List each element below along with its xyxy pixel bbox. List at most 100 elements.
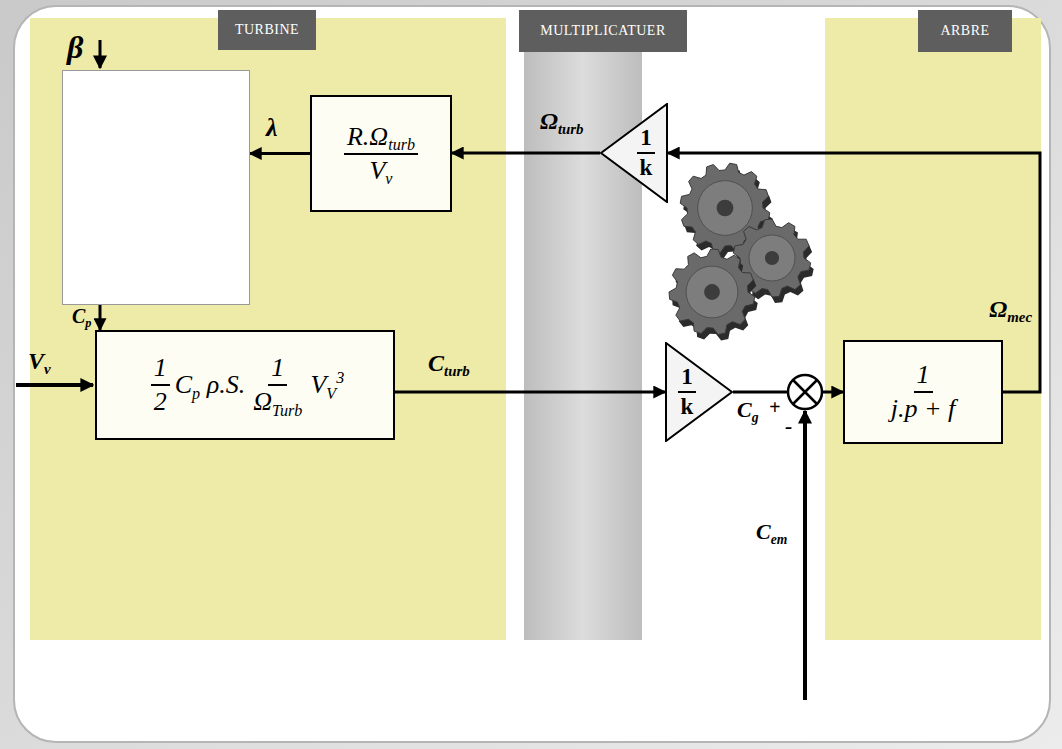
gearbox-band bbox=[524, 14, 642, 640]
signal-label: + bbox=[769, 396, 780, 418]
summing-junction bbox=[788, 375, 822, 409]
text-part: 3 bbox=[336, 369, 344, 386]
node-text: Cp ρ.S. bbox=[175, 370, 245, 400]
shaft-transfer-box: 1j.p + f bbox=[843, 340, 1003, 444]
triangle-shape bbox=[666, 343, 732, 441]
gears-illustration bbox=[669, 163, 814, 340]
gear-face bbox=[698, 181, 753, 236]
node-content: R.ΩturbVv bbox=[339, 122, 423, 186]
fraction: 1k bbox=[678, 364, 697, 420]
node-text: 1 bbox=[268, 353, 287, 386]
text-part: C bbox=[428, 350, 444, 376]
triangle-outline bbox=[600, 103, 668, 203]
triangle-outline bbox=[665, 342, 733, 442]
frame bbox=[14, 6, 1050, 742]
signal-label: Ωturb bbox=[540, 108, 584, 134]
text-part: Ω bbox=[540, 108, 558, 134]
node-text: 1 bbox=[678, 364, 696, 393]
em-torque-input-arrow bbox=[803, 411, 807, 700]
gear-hub bbox=[704, 284, 720, 300]
section-tab: TURBINE bbox=[218, 10, 316, 50]
gain-triangle: 1k bbox=[600, 103, 668, 203]
node-content: MULTIPLICATUER bbox=[540, 23, 666, 39]
node-text: k bbox=[678, 393, 697, 420]
node-text: VV3 bbox=[310, 370, 344, 400]
text-part: em bbox=[771, 532, 788, 547]
node-content: TURBINE bbox=[235, 22, 299, 38]
node-text: MULTIPLICATUER bbox=[540, 23, 666, 39]
fraction: 1ΩTurb bbox=[250, 353, 305, 417]
text-part: turb bbox=[388, 136, 415, 153]
text-part: Turb bbox=[272, 402, 302, 419]
text-part: C bbox=[737, 397, 752, 422]
text-part: p bbox=[192, 385, 200, 402]
gear-face bbox=[686, 266, 738, 318]
node-content: 1k bbox=[632, 125, 661, 181]
text-part: turb bbox=[558, 121, 584, 137]
shaft-band bbox=[825, 18, 1041, 640]
section-tab: ARBRE bbox=[918, 10, 1012, 52]
signal-connector bbox=[99, 305, 102, 330]
text-part: R.Ω bbox=[347, 122, 388, 151]
text-part: C bbox=[175, 370, 192, 399]
text-part: v bbox=[385, 170, 392, 187]
text-part: V bbox=[369, 156, 385, 185]
node-text: R.Ωturb bbox=[344, 122, 418, 155]
aero-torque-box: 12Cp ρ.S.1ΩTurbVV3 bbox=[95, 330, 395, 440]
text-part: ρ.S. bbox=[200, 370, 245, 399]
text-part: g bbox=[752, 410, 759, 425]
node-content: ARBRE bbox=[940, 23, 989, 39]
signal-label: - bbox=[785, 414, 792, 438]
gear-hub bbox=[717, 200, 734, 217]
fraction: 12 bbox=[151, 353, 170, 417]
signal-connector bbox=[452, 152, 600, 155]
tip-speed-ratio-box: R.ΩturbVv bbox=[310, 95, 452, 212]
node-text: 1 bbox=[151, 353, 170, 386]
node-text: ΩTurb bbox=[250, 386, 305, 417]
signal-label: Ωmec bbox=[989, 296, 1032, 322]
text-part: V bbox=[326, 385, 336, 402]
turbine-band bbox=[30, 18, 506, 640]
text-part: Ω bbox=[253, 387, 272, 416]
node-content: 12Cp ρ.S.1ΩTurbVV3 bbox=[146, 353, 344, 417]
node-content: 1j.p + f bbox=[883, 360, 964, 424]
section-tab: MULTIPLICATUER bbox=[519, 10, 687, 52]
node-text: 1 bbox=[637, 125, 655, 154]
gear-face bbox=[749, 235, 795, 281]
signal-label: Cturb bbox=[428, 350, 470, 376]
node-text: 1 bbox=[914, 360, 933, 393]
node-text: ARBRE bbox=[940, 23, 989, 39]
fraction: 1j.p + f bbox=[888, 360, 959, 424]
signal-label: λ bbox=[266, 114, 278, 143]
text-part: p bbox=[85, 316, 91, 330]
node-text: Vv bbox=[366, 155, 395, 186]
triangle-shape bbox=[601, 104, 667, 202]
text-part: V bbox=[28, 348, 44, 374]
node-text: TURBINE bbox=[235, 22, 299, 38]
signal-label: Cg bbox=[737, 398, 759, 422]
signal-connector bbox=[395, 391, 665, 394]
text-part: turb bbox=[444, 363, 470, 379]
signal-label: Cp bbox=[72, 305, 92, 327]
gear bbox=[669, 249, 755, 335]
wind-input-arrow bbox=[16, 383, 93, 387]
text-part: Ω bbox=[989, 296, 1007, 322]
text-part: C bbox=[72, 305, 85, 327]
fraction: 1k bbox=[637, 125, 656, 181]
node-text: j.p + f bbox=[888, 393, 959, 424]
node-text: β bbox=[67, 29, 83, 66]
text-part: V bbox=[310, 370, 326, 399]
signal-connector bbox=[250, 152, 310, 155]
text-part: C bbox=[756, 519, 771, 544]
signal-label: Cem bbox=[756, 520, 787, 544]
gear-hub bbox=[765, 251, 779, 265]
fraction: R.ΩturbVv bbox=[344, 122, 418, 186]
text-part: v bbox=[44, 361, 51, 377]
node-text: k bbox=[637, 154, 656, 181]
cp-surface-plot: β bbox=[62, 70, 250, 305]
gain-triangle: 1k bbox=[665, 342, 733, 442]
text-part: mec bbox=[1007, 309, 1032, 325]
